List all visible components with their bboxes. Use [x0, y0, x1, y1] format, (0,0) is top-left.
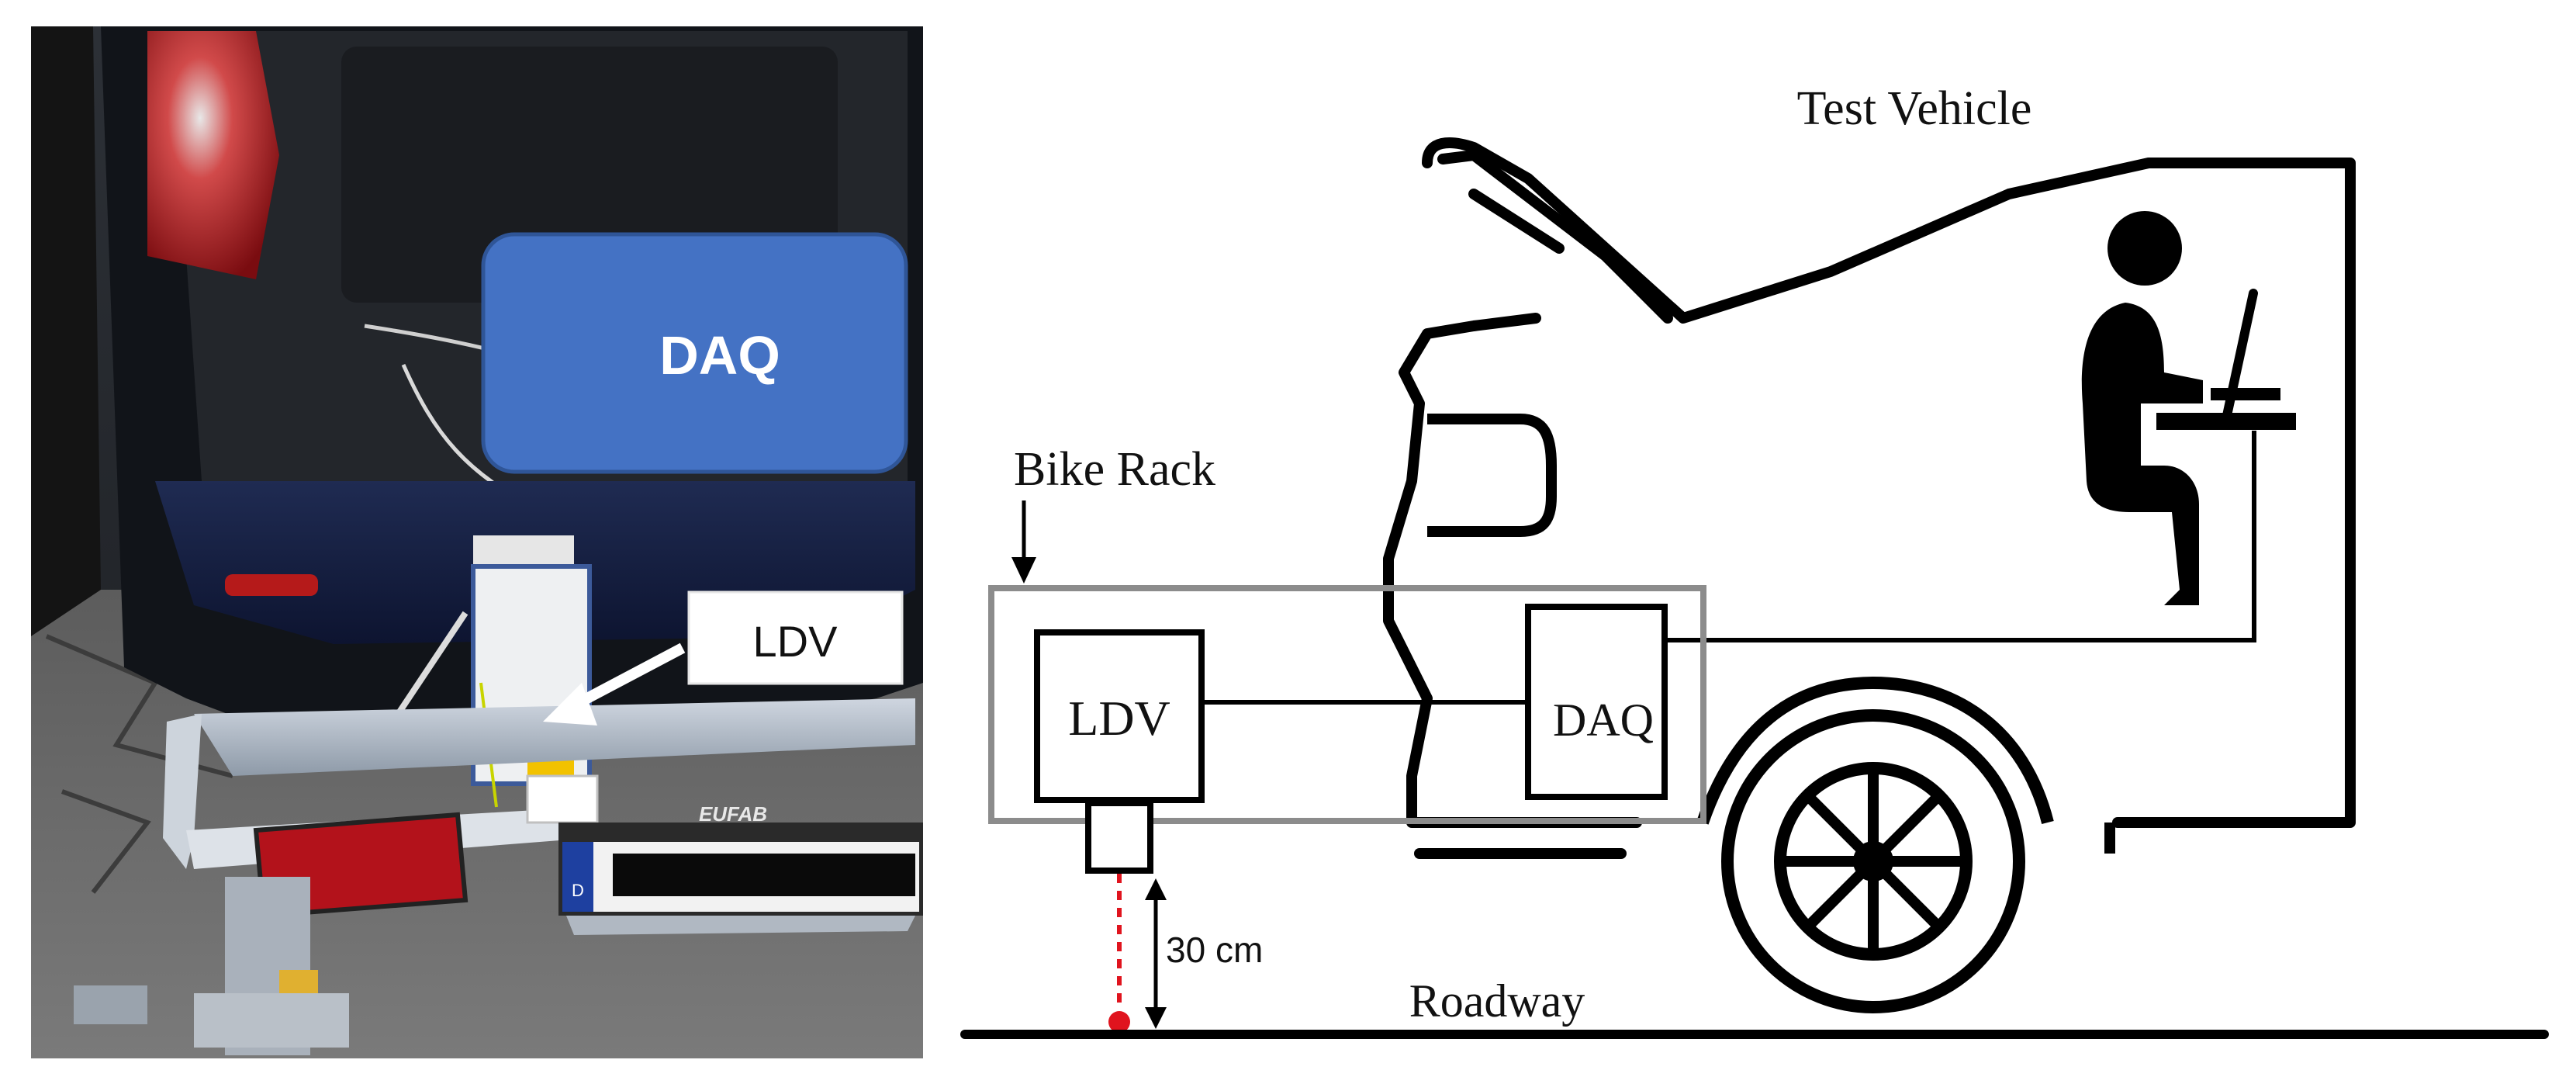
height-arrow-top	[1145, 878, 1167, 900]
wheel-icon	[1696, 676, 2054, 1013]
height-label: 30 cm	[1166, 930, 1263, 970]
bike-rack-label: Bike Rack	[1014, 443, 1215, 496]
reflector	[279, 970, 318, 993]
plate-frame-bottom	[566, 916, 915, 935]
schematic-panel: LDV DAQ 30 cm Roadway Bike Rack Test Veh…	[960, 82, 2549, 1039]
daq-to-laptop-cable	[1665, 431, 2256, 642]
plate-country-code: D	[572, 881, 584, 900]
daq-callout-box	[481, 232, 908, 474]
bike-rack-pointer-arrowhead	[1011, 557, 1036, 584]
daq-box	[1525, 604, 1668, 800]
ldv-mount-bracket	[526, 774, 599, 824]
car-trunk-lid	[1437, 149, 1673, 324]
daq-callout-label: DAQ	[659, 325, 780, 386]
rack-base-plate	[194, 993, 349, 1048]
roadway-label: Roadway	[1409, 975, 1585, 1027]
person-with-laptop-icon	[2081, 211, 2296, 605]
ldv-callout-label: LDV	[753, 617, 838, 666]
tail-light	[147, 31, 279, 279]
car-tail-light-outline	[1427, 414, 1557, 537]
ldv-callout-box	[687, 590, 904, 685]
ldv-box	[1034, 629, 1205, 803]
bike-rack-frame	[988, 585, 1706, 824]
ldv-box-label: LDV	[1068, 691, 1170, 746]
plate-redaction	[613, 854, 915, 896]
open-door	[31, 26, 101, 636]
bike-rack-bar	[194, 698, 915, 776]
photo-panel: EUFAB D DAQ LDV	[31, 26, 923, 1058]
test-vehicle-label: Test Vehicle	[1797, 82, 2032, 135]
daq-box-label: DAQ	[1553, 694, 1654, 746]
hitch-brand-label: EUFAB	[699, 802, 767, 826]
laser-point-icon	[1108, 1011, 1130, 1033]
plate-eu-band	[562, 842, 593, 912]
car-outline-icon	[1383, 137, 2356, 828]
reflector	[225, 574, 318, 596]
ldv-callout-arrow-line	[569, 642, 686, 712]
height-arrow-bottom	[1145, 1007, 1167, 1029]
ldv-head	[473, 535, 574, 566]
electrical-box	[74, 985, 147, 1024]
ldv-laser-head	[1085, 800, 1153, 874]
ldv-callout-arrowhead	[543, 683, 597, 726]
